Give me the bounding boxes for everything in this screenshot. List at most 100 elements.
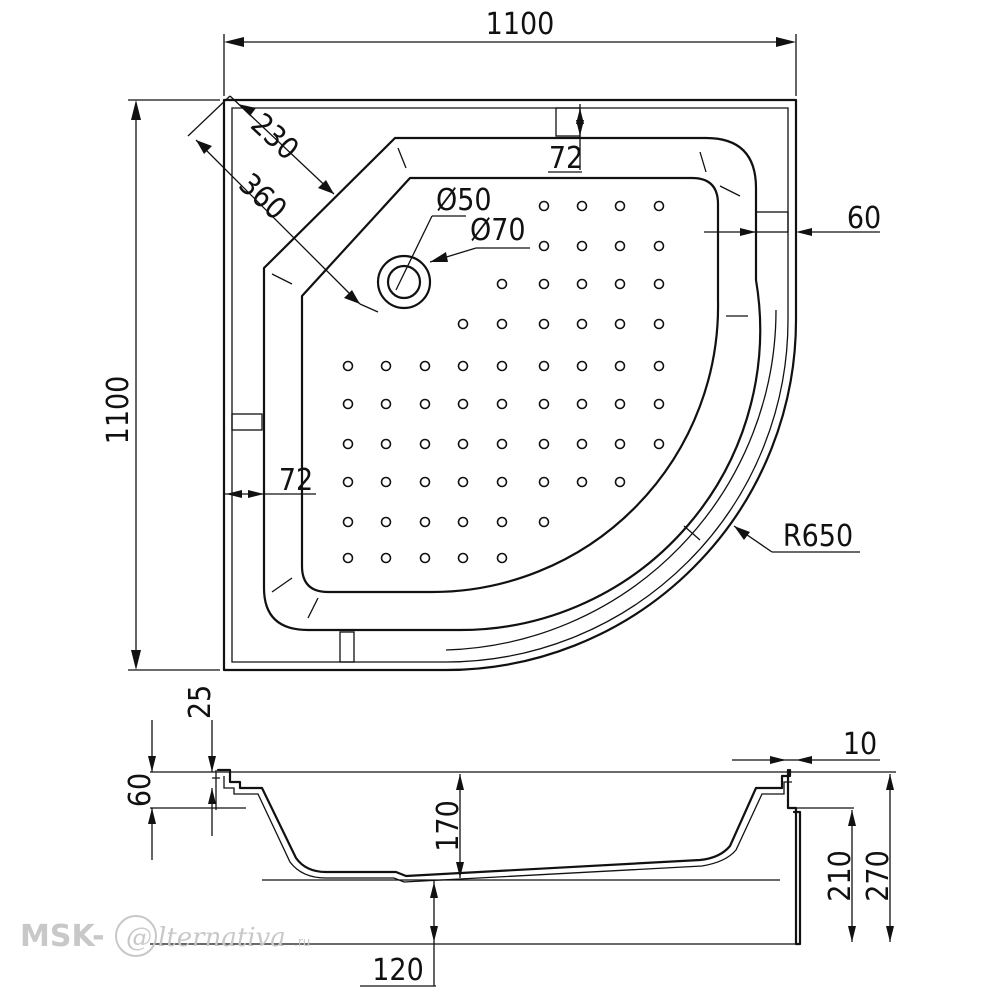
- anti-slip-hole: [653, 438, 665, 450]
- anti-slip-hole: [576, 398, 588, 410]
- anti-slip-hole: [457, 398, 469, 410]
- anti-slip-hole: [419, 552, 431, 564]
- mounting-legs: [231, 107, 789, 663]
- anti-slip-hole: [614, 200, 626, 212]
- anti-slip-hole: [576, 360, 588, 372]
- anti-slip-hole: [496, 360, 508, 372]
- left-rim-dimension: 72: [279, 463, 313, 498]
- anti-slip-hole: [380, 360, 392, 372]
- edge-thickness-dimension: 10: [843, 727, 877, 762]
- anti-slip-hole: [380, 476, 392, 488]
- anti-slip-hole: [538, 516, 550, 528]
- anti-slip-hole: [538, 240, 550, 252]
- anti-slip-hole: [380, 398, 392, 410]
- anti-slip-hole: [457, 318, 469, 330]
- anti-slip-hole: [342, 516, 354, 528]
- anti-slip-hole: [342, 552, 354, 564]
- front-skirt: [786, 768, 802, 946]
- anti-slip-hole: [419, 438, 431, 450]
- anti-slip-hole: [419, 398, 431, 410]
- drain-diameter-label: Ø50: [436, 183, 492, 218]
- front-height-dimension: 210: [823, 850, 858, 902]
- drain-outer-diameter-label: Ø70: [470, 213, 526, 248]
- anti-slip-hole: [380, 516, 392, 528]
- anti-slip-hole: [614, 438, 626, 450]
- anti-slip-hole: [496, 318, 508, 330]
- anti-slip-hole: [496, 516, 508, 528]
- anti-slip-hole: [614, 318, 626, 330]
- anti-slip-hole: [538, 360, 550, 372]
- anti-slip-hole: [576, 476, 588, 488]
- watermark-suffix: lternativa: [158, 923, 286, 953]
- anti-slip-hole: [614, 360, 626, 372]
- drain: [376, 254, 432, 310]
- anti-slip-holes: [342, 200, 665, 564]
- anti-slip-hole: [496, 476, 508, 488]
- bowl-outer-edge: [262, 136, 762, 632]
- anti-slip-hole: [576, 438, 588, 450]
- height-dimension: 1100: [101, 376, 136, 445]
- anti-slip-hole: [342, 398, 354, 410]
- anti-slip-hole: [457, 360, 469, 372]
- plan-dimensions: 1100 1100 230 360 Ø50 Ø70 72: [101, 7, 881, 671]
- anti-slip-hole: [538, 200, 550, 212]
- anti-slip-hole: [653, 360, 665, 372]
- anti-slip-hole: [653, 318, 665, 330]
- rim-ticks: [271, 147, 748, 619]
- anti-slip-hole: [342, 476, 354, 488]
- anti-slip-hole: [457, 516, 469, 528]
- base-height-dimension: 120: [372, 953, 424, 988]
- tray-profile-inner: [223, 776, 792, 883]
- anti-slip-hole: [653, 278, 665, 290]
- anti-slip-hole: [653, 398, 665, 410]
- anti-slip-hole: [342, 360, 354, 372]
- anti-slip-hole: [380, 552, 392, 564]
- anti-slip-hole: [576, 278, 588, 290]
- section-dimensions: 25 60 170 10 210 270 120: [123, 685, 896, 988]
- anti-slip-hole: [496, 438, 508, 450]
- anti-slip-hole: [496, 278, 508, 290]
- plan-view: [222, 98, 798, 672]
- anti-slip-hole: [457, 552, 469, 564]
- lip-height-dimension: 60: [123, 773, 158, 807]
- anti-slip-hole: [419, 516, 431, 528]
- corner-outer-dimension: 360: [232, 167, 294, 228]
- right-rim-dimension: 60: [847, 201, 881, 236]
- tray-profile: [216, 768, 792, 878]
- anti-slip-hole: [614, 278, 626, 290]
- watermark: MSK- @ lternativa .ru: [20, 915, 310, 957]
- bowl-depth-dimension: 170: [431, 800, 466, 852]
- watermark-prefix: MSK-: [20, 919, 105, 954]
- radius-dimension: R650: [783, 519, 853, 554]
- rim-thickness-dimension: 25: [183, 685, 218, 719]
- anti-slip-hole: [538, 318, 550, 330]
- anti-slip-hole: [653, 240, 665, 252]
- section-view: [150, 759, 896, 946]
- anti-slip-hole: [419, 360, 431, 372]
- total-height-dimension: 270: [861, 850, 896, 902]
- tray-outer-outline: [222, 98, 798, 672]
- anti-slip-hole: [496, 398, 508, 410]
- rim-arc-line: [445, 309, 777, 651]
- watermark-tld: .ru: [294, 935, 310, 949]
- anti-slip-hole: [653, 200, 665, 212]
- tray-rim-outline: [231, 107, 789, 663]
- anti-slip-hole: [457, 476, 469, 488]
- anti-slip-hole: [576, 200, 588, 212]
- watermark-at-ring: [115, 915, 157, 957]
- anti-slip-hole: [614, 476, 626, 488]
- anti-slip-hole: [538, 476, 550, 488]
- anti-slip-hole: [380, 438, 392, 450]
- anti-slip-hole: [576, 240, 588, 252]
- bowl-floor-edge: [300, 176, 720, 594]
- top-rim-dimension: 72: [549, 141, 583, 176]
- anti-slip-hole: [496, 552, 508, 564]
- anti-slip-hole: [457, 438, 469, 450]
- anti-slip-hole: [538, 438, 550, 450]
- anti-slip-hole: [538, 278, 550, 290]
- left-lip-detail: [212, 770, 220, 810]
- anti-slip-hole: [614, 398, 626, 410]
- anti-slip-hole: [342, 438, 354, 450]
